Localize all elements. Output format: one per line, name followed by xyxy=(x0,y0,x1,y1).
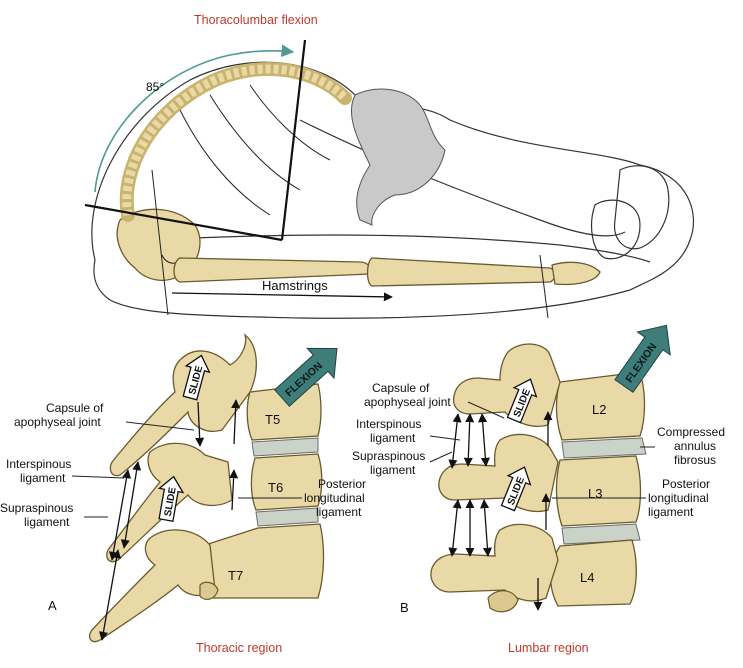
compressed-label-1: Compressed xyxy=(657,425,725,439)
guide-line-1 xyxy=(151,169,169,316)
foot-bones xyxy=(551,261,601,286)
vertebra-l3-body xyxy=(555,455,642,527)
interspinous-label-a-1: Interspinous xyxy=(6,457,71,471)
tibia xyxy=(366,257,556,287)
legs-outline xyxy=(149,234,651,263)
label-t5: T5 xyxy=(265,412,280,427)
angle-line-horizontal xyxy=(84,203,283,242)
label-t6: T6 xyxy=(268,480,283,495)
posterior-label-a-2: longitudinal xyxy=(304,491,365,505)
interspinous-leader-a xyxy=(71,475,125,479)
interspinous-label-b-1: Interspinous xyxy=(356,417,421,431)
hamstrings-arrow xyxy=(171,292,393,302)
panel-a-letter: A xyxy=(48,598,57,613)
l3-posterior-elements xyxy=(438,433,559,513)
hamstrings-label: Hamstrings xyxy=(262,278,328,293)
supraspinous-label-a-2: ligament xyxy=(24,515,70,529)
capsule-label-a-2: apophyseal joint xyxy=(14,415,101,429)
l4-facet xyxy=(487,590,519,613)
seated-flexion-illustration: Thoracolumbar flexion 85° Hamstrings xyxy=(84,13,694,319)
interspinous-label-b-2: ligament xyxy=(370,431,416,445)
t7-posterior-elements xyxy=(88,529,216,643)
posterior-label-b-2: longitudinal xyxy=(648,491,709,505)
spine xyxy=(119,62,352,222)
foot-outline xyxy=(613,165,670,250)
ligament-arrow-b1 xyxy=(448,413,462,469)
supraspinous-label-a-1: Supraspinous xyxy=(0,501,73,515)
slide-arrow-a-lower: SLIDE xyxy=(157,475,185,522)
label-l4: L4 xyxy=(580,570,594,585)
body-outline xyxy=(91,61,694,319)
disc-t5-t6 xyxy=(251,437,319,457)
label-t7: T7 xyxy=(228,568,243,583)
capsule-arrow-a xyxy=(195,401,205,447)
capsule-leader-a xyxy=(125,421,195,431)
ligament-arrow-b2 xyxy=(463,413,475,467)
supraspinous-label-b-1: Supraspinous xyxy=(352,449,425,463)
vertebra-l2-body xyxy=(555,371,646,441)
panel-b-letter: B xyxy=(400,600,409,615)
supraspinous-leader-b xyxy=(429,451,453,463)
capsule-leader-b xyxy=(467,401,505,419)
slide-label-a-lower: SLIDE xyxy=(163,486,179,517)
arm-outline xyxy=(299,119,626,237)
flexion-angle-arc xyxy=(94,44,295,193)
rib-line-3 xyxy=(249,84,331,161)
vertebra-t5-body xyxy=(246,383,322,441)
panel-b-caption: Lumbar region xyxy=(508,641,589,655)
disc-t6-t7 xyxy=(255,507,319,527)
posterior-label-a-3: ligament xyxy=(316,505,362,519)
angle-label: 85° xyxy=(146,80,164,94)
l4-posterior-elements xyxy=(430,523,559,602)
posterior-label-b-1: Posterior xyxy=(662,477,710,491)
label-l2: L2 xyxy=(592,402,606,417)
panel-a-thoracic: SLIDE SLIDE FLEXION T5 T6 T7 Capsule of … xyxy=(0,333,366,655)
ligament-arrow-b6 xyxy=(480,499,492,557)
head-shadow xyxy=(350,88,446,226)
disc-l2-l3 xyxy=(561,437,647,459)
posterior-label-a-1: Posterior xyxy=(318,477,366,491)
t7-facet xyxy=(199,581,219,600)
rib-line xyxy=(179,109,271,216)
interspinous-arrow-a2 xyxy=(98,549,122,641)
compressed-label-3: fibrosus xyxy=(674,453,716,467)
capsule-label-a-1: Capsule of xyxy=(46,401,104,415)
l2-posterior-elements xyxy=(452,343,561,427)
supraspinous-label-b-2: ligament xyxy=(370,463,416,477)
foot-outline-2 xyxy=(591,199,641,260)
disc-l3-l4 xyxy=(561,523,641,545)
vertebra-t6-body xyxy=(250,453,323,511)
panel-b-lumbar: SLIDE SLIDE FLEXION L2 L3 L4 Capsule of … xyxy=(352,324,725,655)
compressed-label-2: annulus xyxy=(674,439,716,453)
capsule-label-b-1: Capsule of xyxy=(372,381,430,395)
top-title: Thoracolumbar flexion xyxy=(194,13,318,27)
angle-line-vertical xyxy=(280,39,307,241)
interspinous-label-a-2: ligament xyxy=(20,471,66,485)
ligament-arrow-b3 xyxy=(478,413,490,467)
t5-posterior-elements xyxy=(109,333,257,477)
label-l3: L3 xyxy=(588,486,602,501)
capsule-label-b-2: apophyseal joint xyxy=(364,395,451,409)
guide-line-2 xyxy=(539,254,549,319)
interspinous-leader-b xyxy=(429,435,461,441)
posterior-label-b-3: ligament xyxy=(648,505,694,519)
panel-a-caption: Thoracic region xyxy=(196,641,282,655)
posterior-long-arrow-a xyxy=(231,399,241,445)
supraspinous-arrow-a xyxy=(120,461,142,549)
ligament-arrow-b4 xyxy=(448,499,462,557)
posterior-long-arrow-a2 xyxy=(229,469,239,511)
